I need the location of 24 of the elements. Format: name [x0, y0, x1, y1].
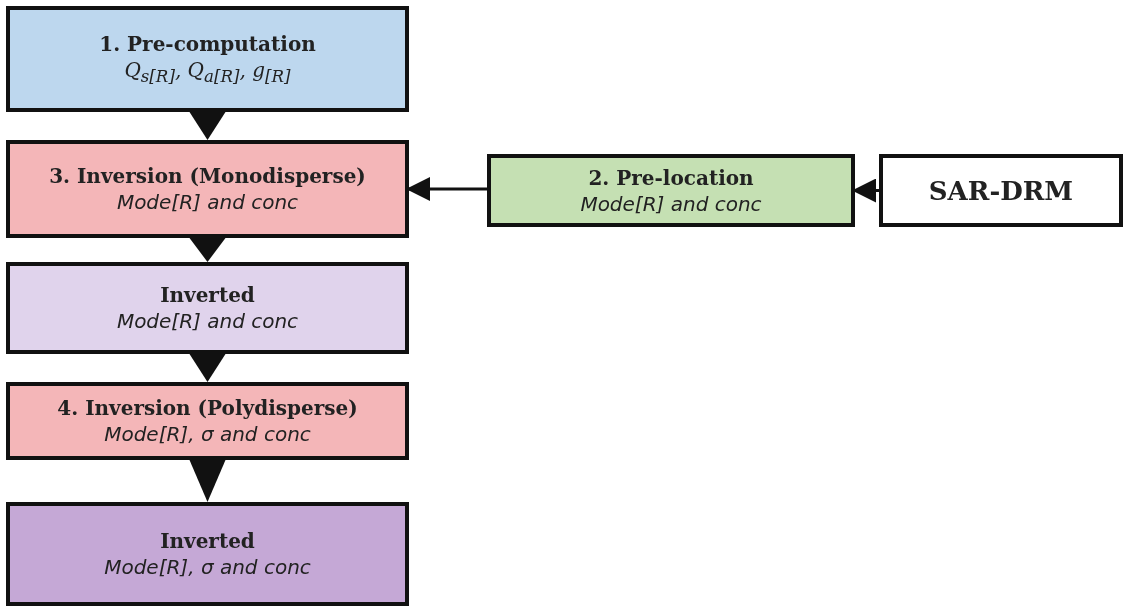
box-subtitle: Mode[R], σ and conc: [104, 555, 311, 579]
box-title: SAR-DRM: [928, 175, 1074, 206]
box-title: 2. Pre-location: [588, 165, 754, 190]
process-box: [6, 382, 409, 460]
arrow: [189, 112, 226, 140]
box-subtitle: Mode[R], σ and conc: [104, 422, 311, 446]
box-subtitle: Mode[R] and conc: [116, 309, 299, 333]
box-title: Inverted: [160, 283, 255, 307]
box-title: Inverted: [160, 529, 255, 553]
box-subtitle: Mode[R] and conc: [580, 191, 762, 216]
box-title: 1. Pre-computation: [99, 32, 316, 56]
box-subtitle: Q$_{s[R]}$, Q$_{a[R]}$, g$_{[R]}$: [124, 58, 291, 86]
process-box: [487, 154, 855, 227]
box-title: 4. Inversion (Polydisperse): [57, 396, 358, 420]
process-box: [6, 502, 409, 606]
arrow: [189, 238, 226, 262]
process-box: [6, 6, 409, 112]
process-box: [6, 262, 409, 354]
arrow: [189, 460, 226, 502]
process-box: [6, 140, 409, 238]
box-title: 3. Inversion (Monodisperse): [49, 164, 366, 188]
process-box: [879, 154, 1123, 227]
box-subtitle: Mode[R] and conc: [116, 190, 299, 214]
arrow: [189, 354, 226, 382]
